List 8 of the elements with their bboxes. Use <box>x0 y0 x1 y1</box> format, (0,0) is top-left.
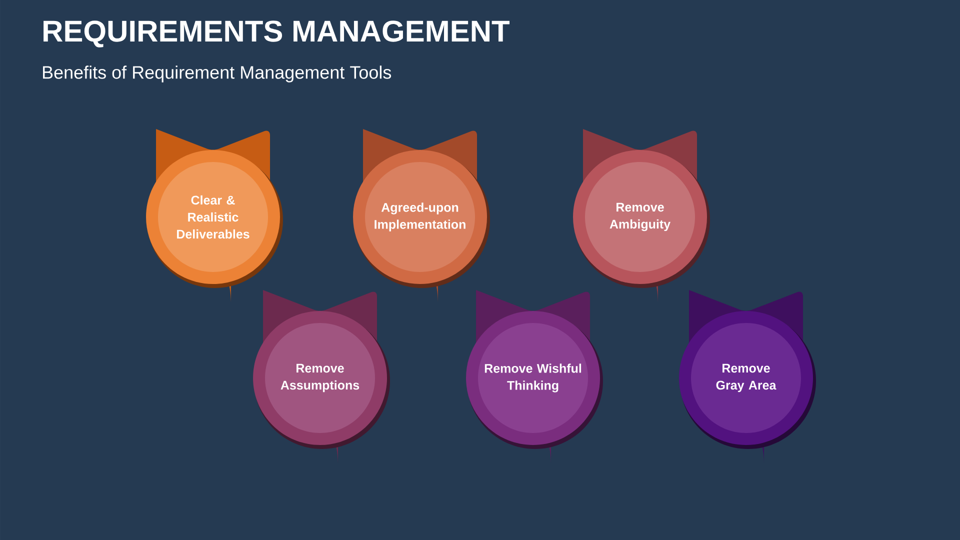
subtitle: Benefits of Requirement Management Tools <box>43 66 392 82</box>
badge: Agreed-upon Implementation <box>353 129 490 302</box>
badge: Clear & Realistic Deliverables <box>146 129 283 302</box>
title: REQUIREMENTS MANAGEMENT <box>44 20 510 48</box>
badge: Remove Wishful Thinking <box>466 290 603 463</box>
badge: Remove Gray Area <box>679 290 816 463</box>
badge: Remove Ambiguity <box>573 129 710 302</box>
badge: Remove Assumptions <box>253 290 390 463</box>
